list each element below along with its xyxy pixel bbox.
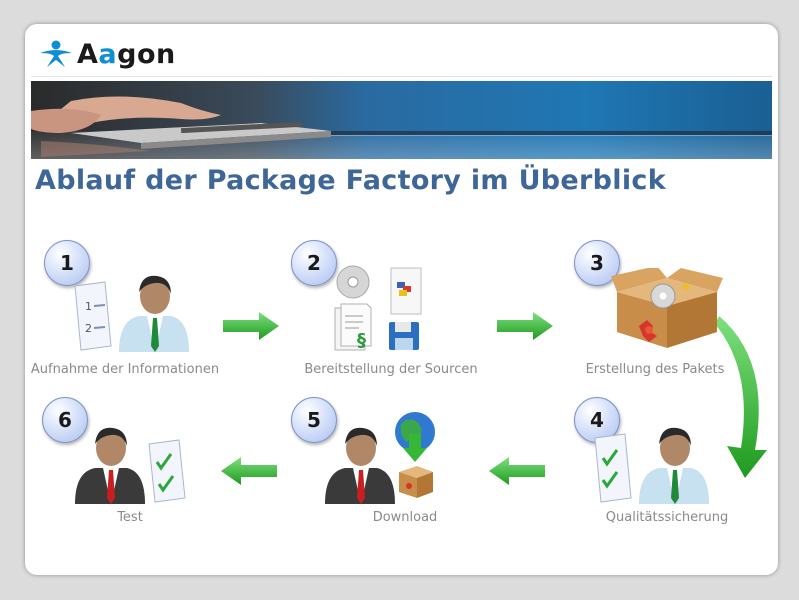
person-with-checklist-icon: 1 2 [74,275,189,352]
person-download-icon [325,412,435,504]
package-box-icon [611,268,723,348]
svg-text:1: 1 [85,300,92,313]
arrow-right-icon-2 [497,312,553,340]
step-number-badge: 6 [42,397,88,443]
slide-card: Aagon [25,24,778,575]
step-number-badge: 5 [291,397,337,443]
header-divider [31,76,772,77]
step-label: Qualitätssicherung [605,510,729,525]
step-label: Download [372,510,438,525]
step-label: Erstellung des Pakets [585,362,725,377]
step-label: Test [117,510,143,525]
person-test-icon [75,427,186,504]
arrow-left-icon-2 [221,457,277,485]
svg-text:§: § [357,330,366,351]
page-title: Ablauf der Package Factory im Überblick [35,165,666,196]
sources-files-icon: § [334,265,422,351]
step-label: Bereitstellung der Sourcen [304,362,478,377]
aagon-person-icon [40,40,72,67]
svg-text:2: 2 [85,322,92,335]
arrow-right-icon-1 [223,312,279,340]
arrow-left-icon-1 [489,457,545,485]
step-number-badge: 1 [44,240,90,286]
logo-wordmark: Aagon [77,38,176,70]
aagon-logo: Aagon [39,34,176,74]
banner-image [31,81,772,159]
step-number-badge: 2 [291,240,337,286]
step-label: Aufnahme der Informationen [30,362,220,377]
arrow-curved-down-icon [715,316,767,478]
person-with-checklist-icon [594,427,709,504]
